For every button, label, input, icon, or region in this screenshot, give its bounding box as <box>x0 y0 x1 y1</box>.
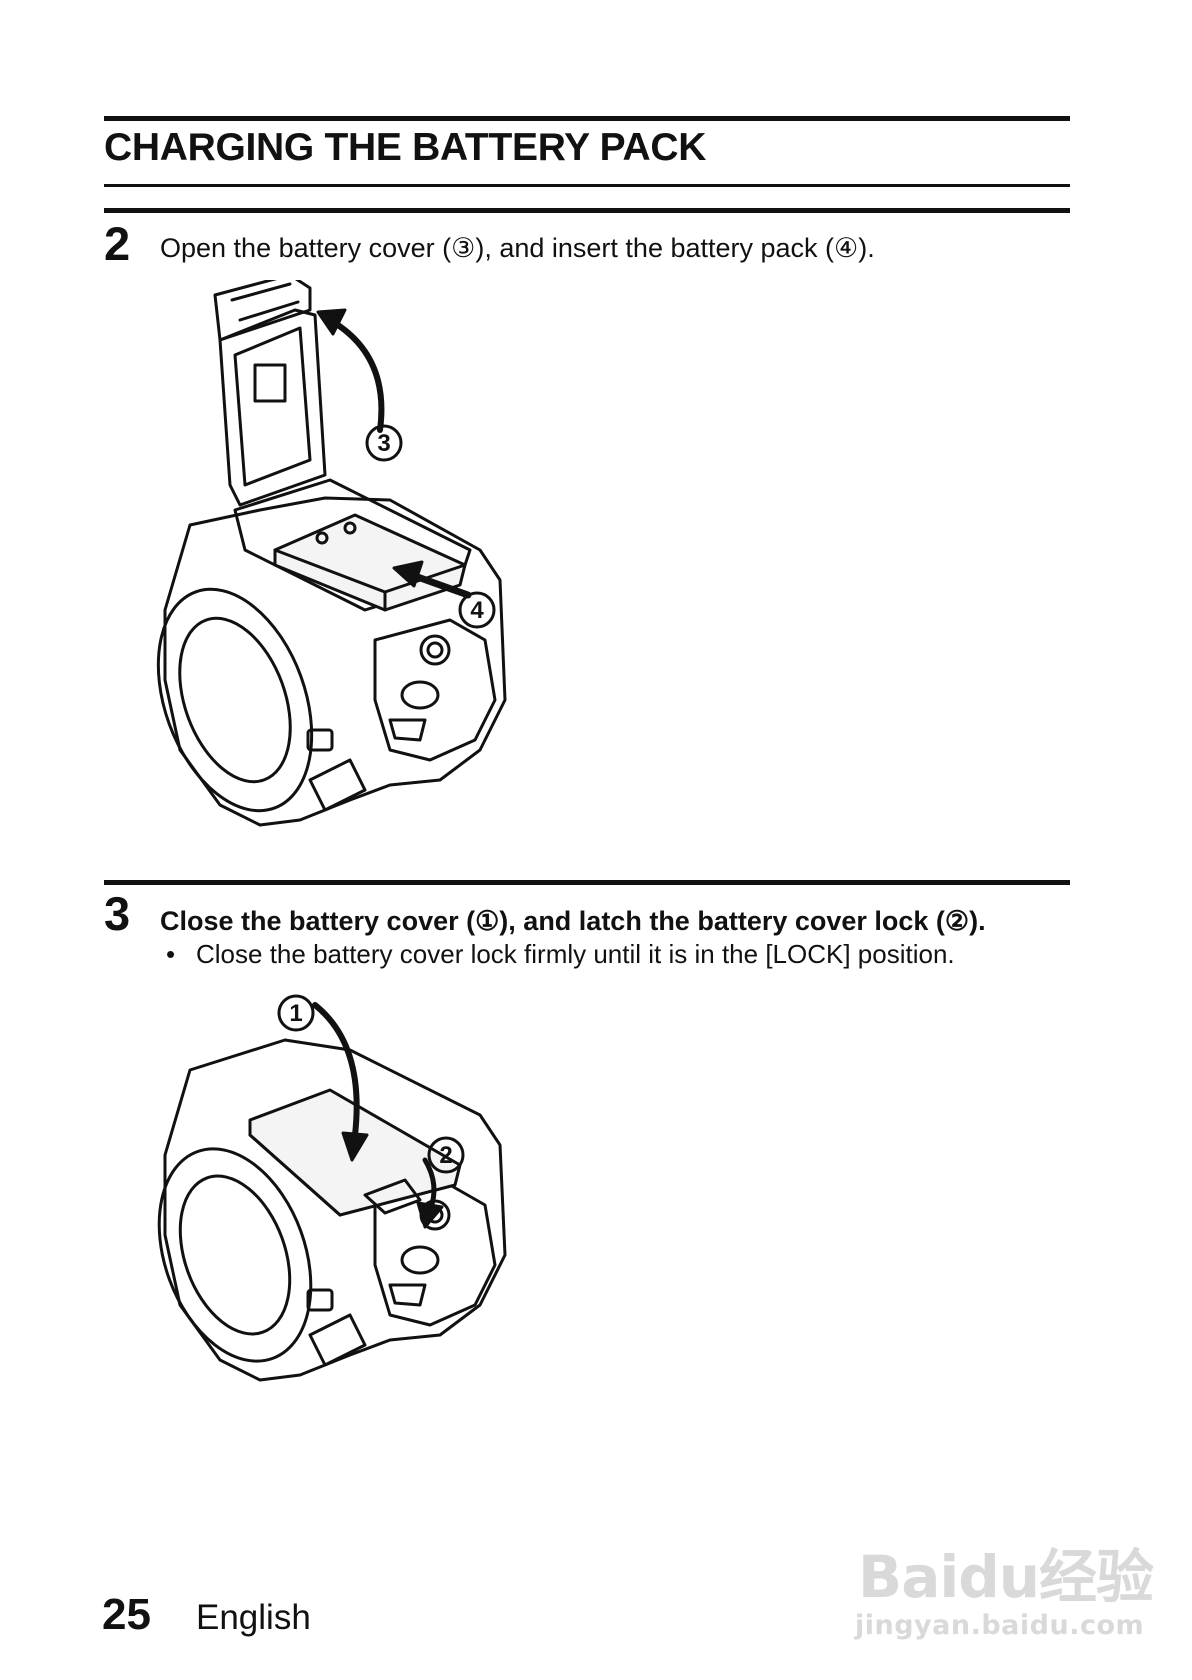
page-title: CHARGING THE BATTERY PACK <box>104 126 706 170</box>
watermark-brand: Bai​du经验 <box>858 1530 1153 1614</box>
step3-rule <box>104 880 1070 885</box>
step-3-number: 3 <box>104 890 130 937</box>
step-2-number: 2 <box>104 220 130 267</box>
figure-close-cover: 1 2 <box>150 985 550 1405</box>
title-rule-top <box>104 116 1070 121</box>
title-rule-bottom <box>104 184 1070 187</box>
step-2-instruction: Open the battery cover (③), and insert t… <box>160 233 875 264</box>
step-3-instruction: Close the battery cover (①), and latch t… <box>160 906 986 937</box>
callout-close-cover-label: 1 <box>289 1000 302 1027</box>
step-3-note: •Close the battery cover lock firmly unt… <box>166 939 955 970</box>
callout-lock-label: 2 <box>439 1142 452 1169</box>
callout-cover-label: 3 <box>377 430 390 457</box>
step-3-note-text: Close the battery cover lock firmly unti… <box>196 939 955 969</box>
callout-battery-label: 4 <box>470 597 484 624</box>
step2-rule <box>104 208 1070 213</box>
page-number: 25 <box>102 1590 151 1640</box>
watermark-url: jingyan.baidu.com <box>855 1610 1144 1641</box>
page-language: English <box>196 1598 311 1638</box>
bullet-dot: • <box>166 939 196 970</box>
figure-insert-battery: 3 4 <box>150 280 550 840</box>
